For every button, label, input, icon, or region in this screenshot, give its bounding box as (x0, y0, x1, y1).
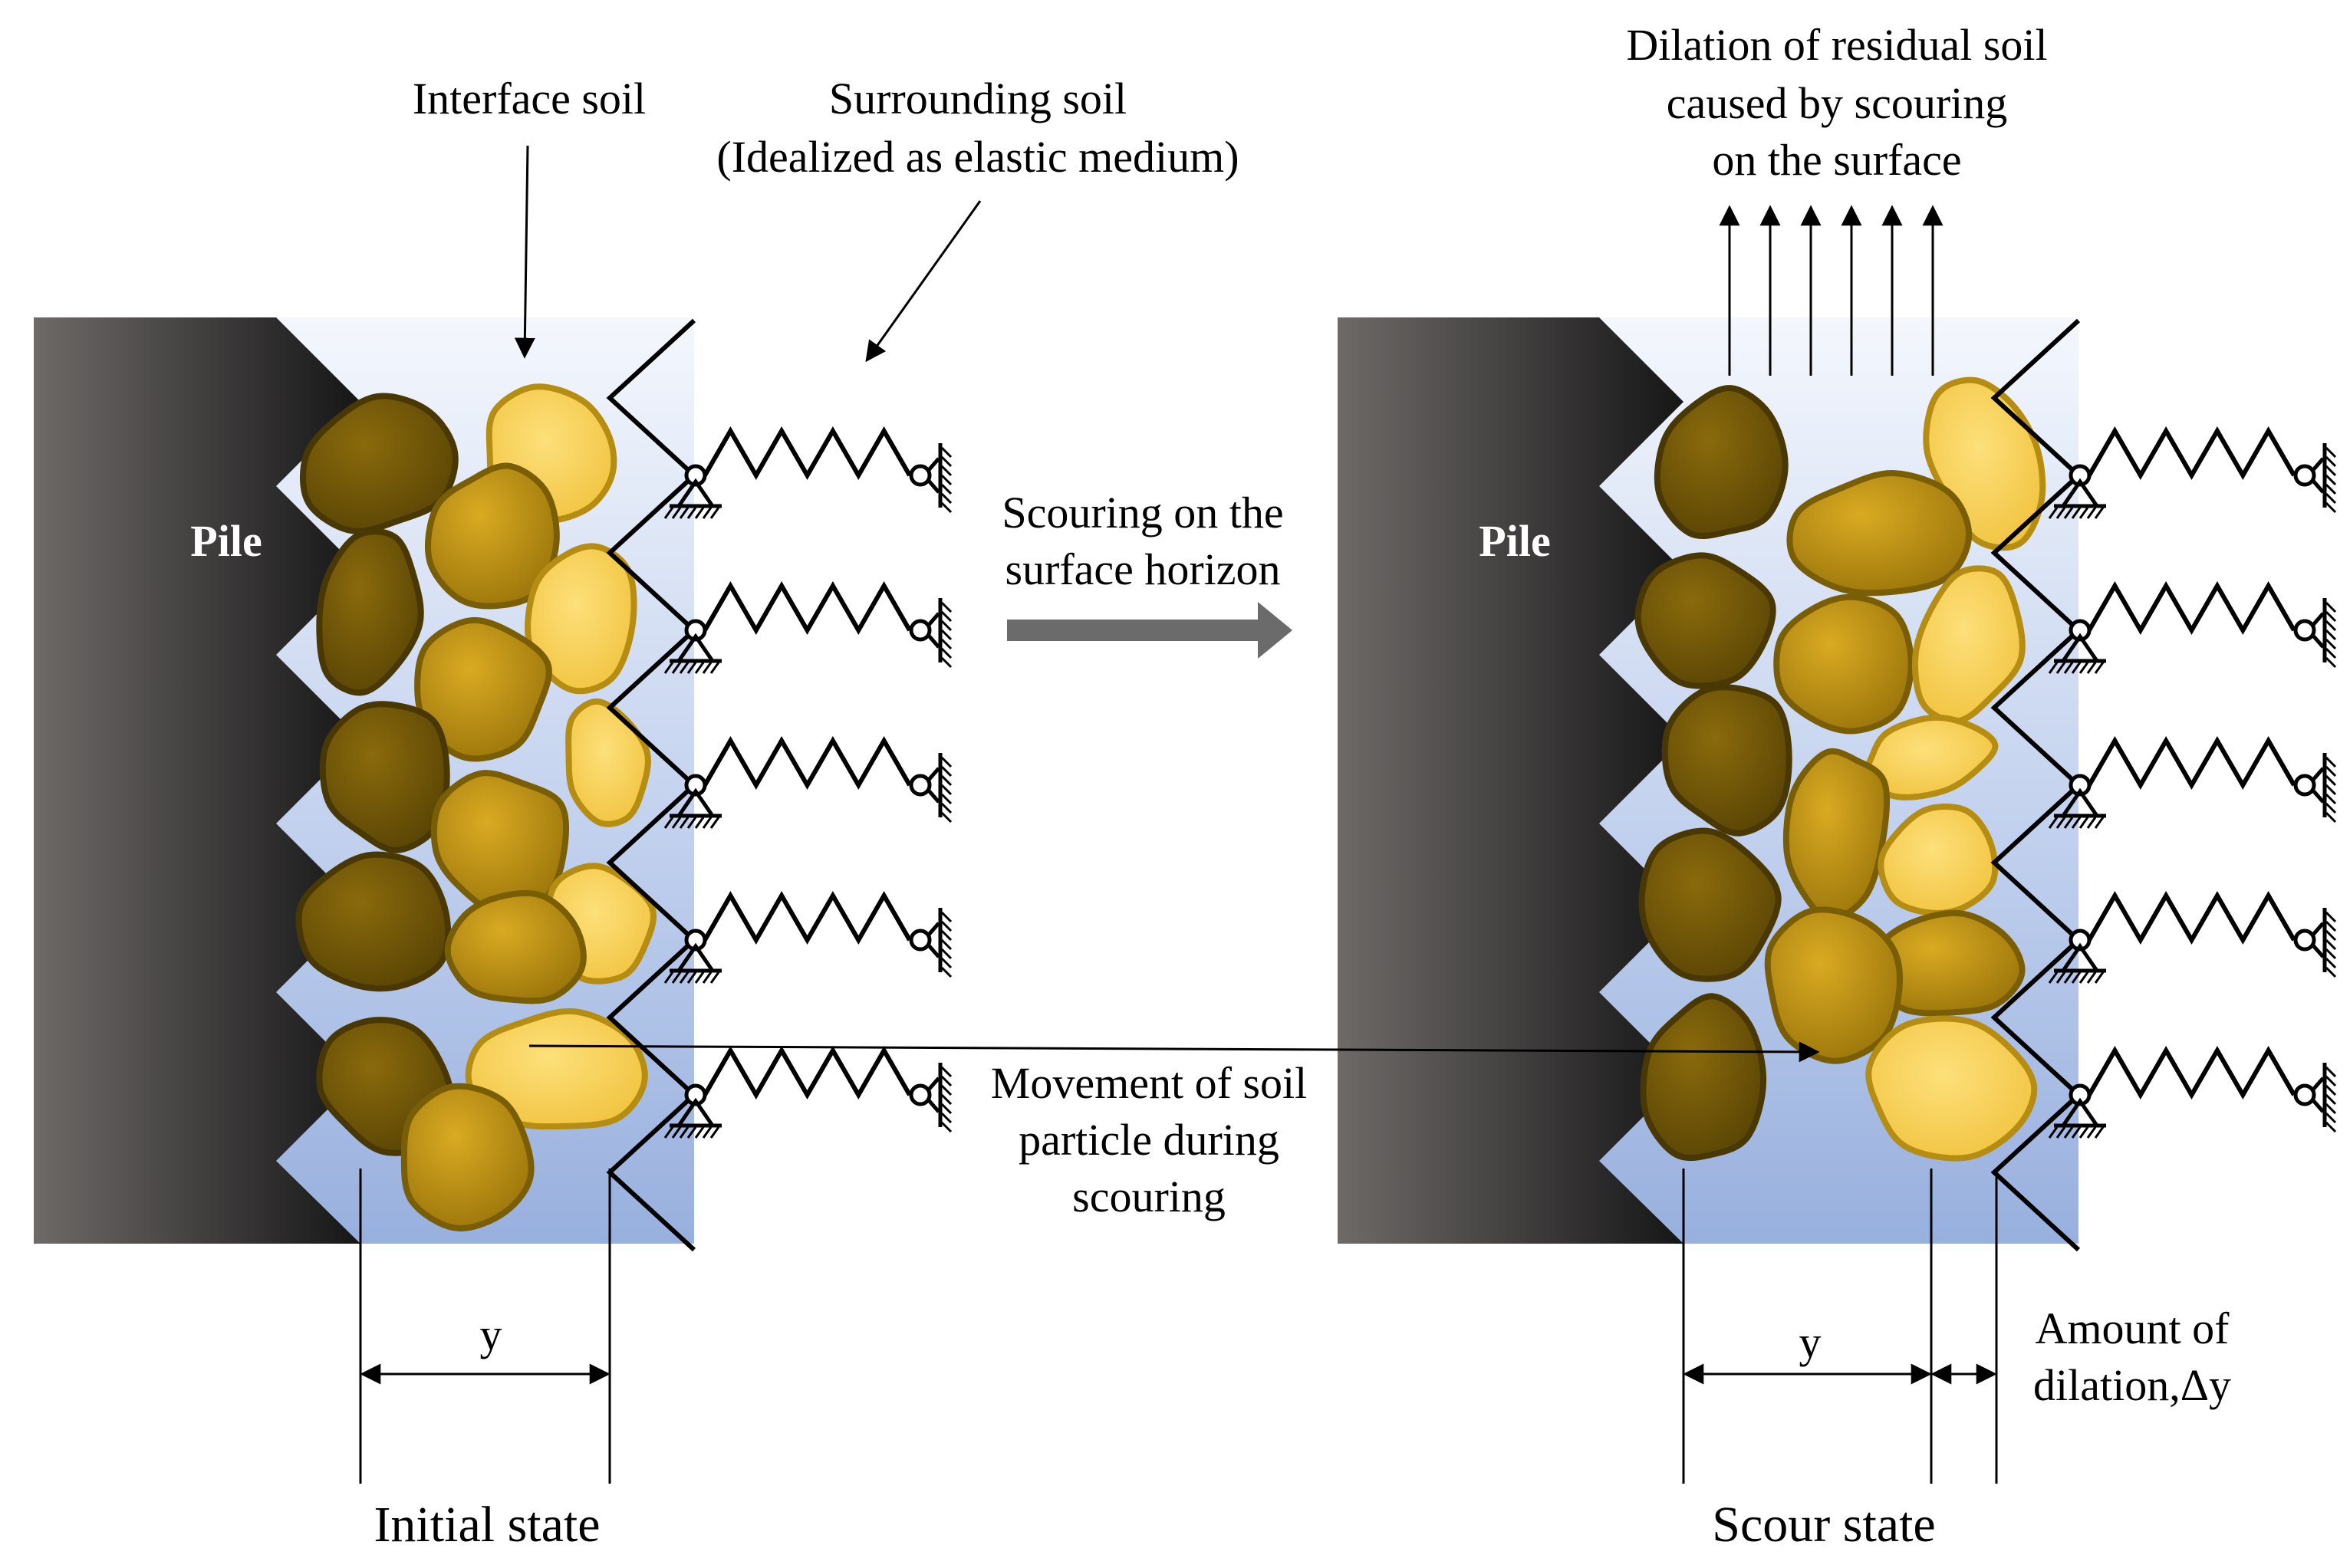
soil-particle (1661, 684, 1792, 837)
dilation-arrows (1719, 205, 1944, 376)
movement-label-line2: particle during (1019, 1115, 1279, 1165)
dilation-label-line1: Dilation of residual soil (1626, 20, 2047, 70)
soil-particle (1764, 906, 1903, 1064)
movement-label-bg (970, 1057, 1327, 1227)
soil-particle (1782, 748, 1891, 922)
spring-support (2048, 890, 2337, 984)
movement-label-line3: scouring (1072, 1172, 1226, 1221)
surrounding-soil-label-line1: Surrounding soil (829, 74, 1127, 123)
soil-particle (1654, 385, 1789, 540)
spring-support (2048, 426, 2337, 519)
dilation-label-line3: on the surface (1712, 135, 1961, 185)
pile-left (34, 317, 360, 1244)
soil-particle (1638, 827, 1782, 982)
soil-particle (295, 851, 452, 992)
soil-particle (444, 890, 587, 1004)
soil-particle (465, 1008, 648, 1130)
soil-particle (319, 701, 450, 853)
pile-label-left: Pile (190, 516, 262, 566)
soil-particle (1773, 593, 1914, 735)
spring-support (2048, 735, 2337, 829)
movement-arrow (528, 1041, 1820, 1063)
scouring-label-line2: surface horizon (1005, 544, 1280, 594)
movement-label-line1: Movement of soil (991, 1058, 1307, 1108)
dimension-y-left (359, 1169, 611, 1484)
scour-state-panel: Pile (1338, 205, 2337, 1252)
scouring-label-line1: Scouring on the (1002, 488, 1283, 537)
surrounding-soil-label-line2: (Idealized as elastic medium) (716, 132, 1239, 182)
soil-particle (1911, 565, 2026, 725)
y-label-left: y (480, 1310, 502, 1359)
spring-support (663, 890, 953, 984)
initial-state-panel: Pile (34, 317, 953, 1252)
soil-particle (425, 462, 560, 610)
interface-soil-pointer (514, 145, 535, 359)
dilation-label-line2: caused by scouring (1667, 78, 2008, 128)
spring-support (2048, 1045, 2337, 1139)
dimension-y-right (1682, 1169, 1998, 1484)
soil-particle (400, 1083, 535, 1232)
soil-particle (299, 393, 459, 534)
spring-support (2048, 580, 2337, 674)
surrounding-soil-pointer (865, 200, 982, 363)
spring-support (663, 426, 953, 519)
soil-particle (316, 528, 424, 696)
soil-particles-scoured (1634, 376, 2046, 1162)
soil-particle (1640, 993, 1767, 1162)
pile-right (1338, 317, 1684, 1244)
spring-support (663, 580, 953, 674)
spring-support (663, 735, 953, 829)
soil-particle (1786, 470, 1973, 597)
spring-support (663, 1045, 953, 1139)
springs-initial (663, 426, 953, 1139)
interface-soil-label: Interface soil (413, 74, 646, 123)
scouring-arrow (1007, 602, 1292, 659)
y-label-right: y (1799, 1317, 1822, 1367)
soil-particles-initial (295, 383, 657, 1232)
amount-dilation-line2: dilation,Δy (2033, 1360, 2231, 1410)
soil-particle (1634, 552, 1776, 689)
soil-particle (1865, 1015, 2038, 1162)
initial-state-caption: Initial state (374, 1497, 600, 1553)
amount-dilation-line1: Amount of (2036, 1303, 2230, 1353)
springs-scoured (2048, 426, 2337, 1139)
pile-label-right: Pile (1479, 516, 1550, 566)
scour-state-caption: Scour state (1712, 1497, 1935, 1553)
